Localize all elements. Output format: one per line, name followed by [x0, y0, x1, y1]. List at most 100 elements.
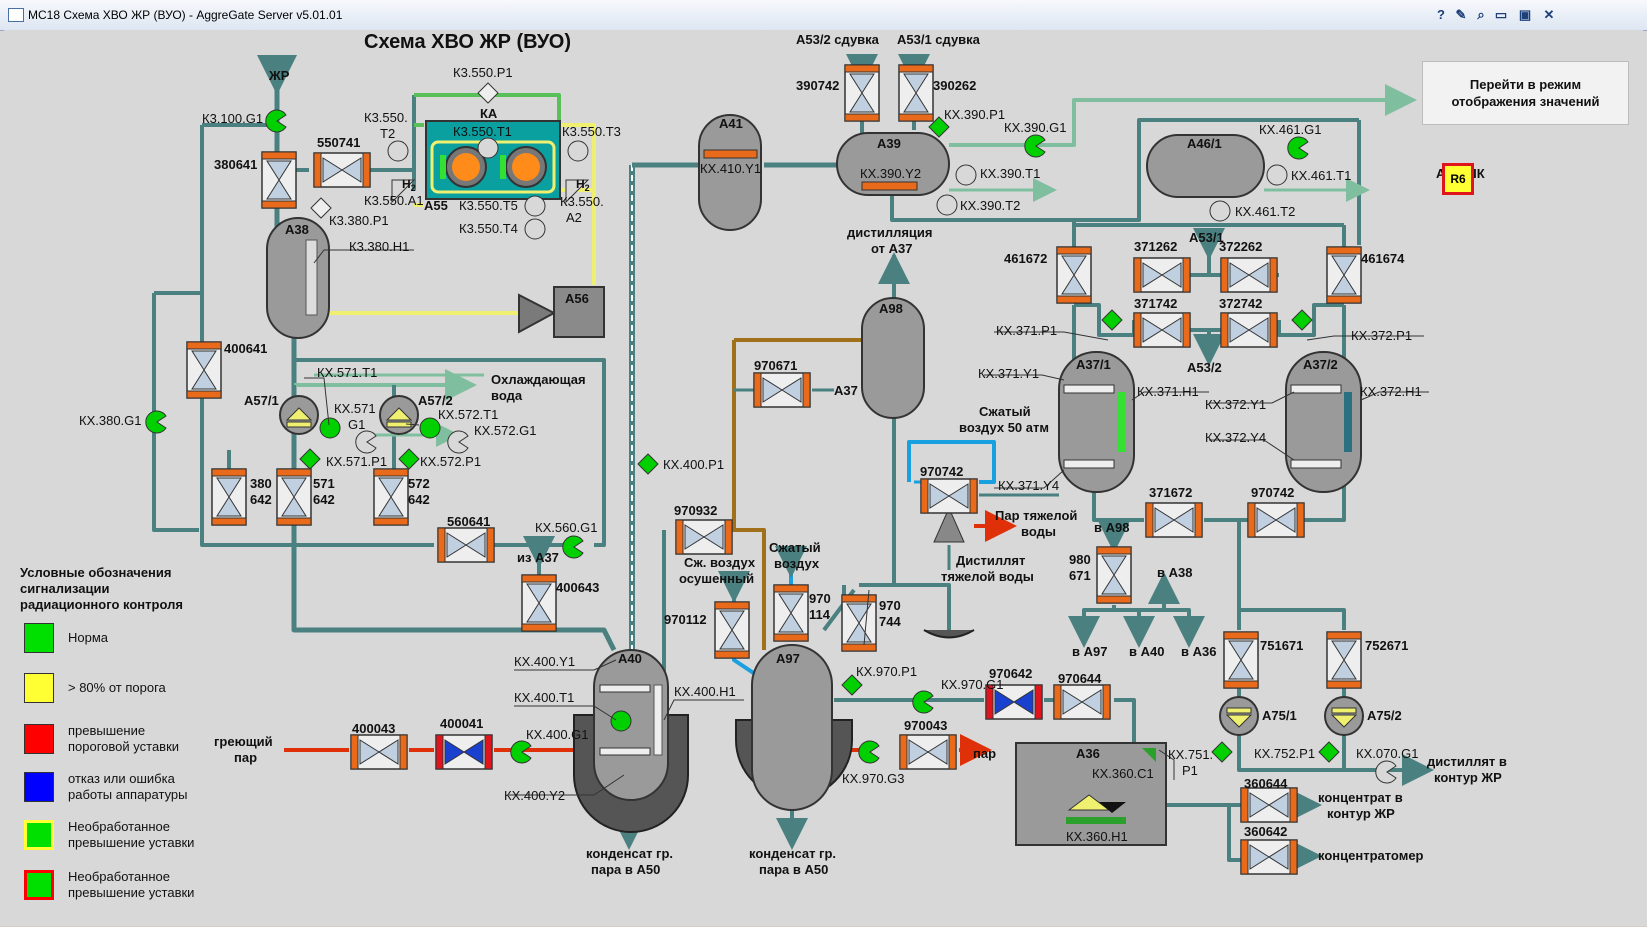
autopk-indicator[interactable]: R6	[1442, 163, 1474, 195]
sensor-k3-550-t5[interactable]	[524, 195, 546, 217]
label-kx-970-g3: КХ.970.G3	[842, 771, 905, 786]
valve-360644[interactable]	[1240, 787, 1298, 823]
sensor-kx-400-t1[interactable]	[610, 710, 632, 732]
window-icon[interactable]: ▭	[1494, 7, 1508, 22]
valve-372742[interactable]	[1220, 312, 1278, 348]
sensor-kx-371-p1[interactable]	[1101, 309, 1123, 331]
h2-analyzer-a2[interactable]: H2	[565, 177, 590, 204]
h2-analyzer-a1[interactable]: H2	[391, 177, 416, 204]
label-to-a97: в А97	[1072, 644, 1107, 659]
sensor-kx-390-t2[interactable]	[936, 194, 958, 216]
sensor-kx-070-g1[interactable]	[1375, 760, 1397, 784]
maximize-icon[interactable]: ▣	[1518, 7, 1532, 22]
valve-752671[interactable]	[1326, 631, 1362, 689]
label-v970644: 970644	[1058, 671, 1102, 686]
label-v970671: 970671	[754, 358, 797, 373]
valve-390742[interactable]	[844, 64, 880, 122]
label-k3-550-t4: К3.550.T4	[459, 221, 518, 236]
valve-461672[interactable]	[1056, 246, 1092, 304]
sensor-kx-390-p1[interactable]	[928, 116, 950, 138]
vessel-a98[interactable]	[861, 297, 925, 419]
valve-371672[interactable]	[1145, 502, 1203, 538]
sensor-kx-970-p1[interactable]	[841, 674, 863, 696]
valve-390262[interactable]	[898, 64, 934, 122]
cooler-a57-1[interactable]	[279, 395, 319, 435]
sensor-kx-461-g1[interactable]	[1287, 136, 1309, 160]
label-a53-2: А53/2	[1187, 360, 1222, 375]
filter-a75-2[interactable]	[1324, 696, 1364, 736]
vessel-a46-1[interactable]	[1146, 134, 1265, 198]
sensor-k3-380-p1[interactable]	[310, 197, 332, 219]
valve-970671[interactable]	[753, 372, 811, 408]
valve-560641[interactable]	[437, 527, 495, 563]
sensor-kx-390-g1[interactable]	[1024, 134, 1046, 158]
sensor-kx-400-g1[interactable]	[510, 740, 532, 764]
sensor-kx-461-t2[interactable]	[1209, 200, 1231, 222]
search-icon[interactable]: ⌕	[1477, 7, 1485, 22]
edit-icon[interactable]: ✎	[1455, 7, 1467, 22]
sensor-k3-550-t3[interactable]	[567, 140, 589, 162]
filter-a75-1[interactable]	[1219, 696, 1259, 736]
sensor-kx-400-p1[interactable]	[637, 453, 659, 475]
close-icon[interactable]: ✕	[1543, 7, 1555, 22]
valve-550741[interactable]	[313, 152, 371, 188]
valve-400041[interactable]	[435, 734, 493, 770]
valve-970043[interactable]	[899, 734, 957, 770]
sensor-kx-751-p1[interactable]	[1211, 741, 1233, 763]
sensor-kx-970-g1[interactable]	[912, 690, 934, 714]
ka-exchanger[interactable]	[425, 120, 561, 200]
help-icon[interactable]: ?	[1437, 7, 1445, 22]
label-a38: А38	[285, 222, 309, 237]
valve-400643[interactable]	[521, 574, 557, 632]
sensor-k3-550-t2[interactable]	[387, 140, 409, 162]
valve-371742[interactable]	[1133, 312, 1191, 348]
valve-360642[interactable]	[1240, 839, 1298, 875]
valve-571642[interactable]	[276, 468, 312, 526]
valve-461674[interactable]	[1326, 246, 1362, 304]
valve-970742-air[interactable]	[920, 478, 978, 514]
valve-970112[interactable]	[714, 601, 750, 659]
valve-572642[interactable]	[373, 468, 409, 526]
vessel-a36[interactable]	[1015, 742, 1167, 846]
sensor-kx-571-p1[interactable]	[299, 448, 321, 470]
valve-400043[interactable]	[350, 734, 408, 770]
valve-970932[interactable]	[675, 519, 733, 555]
valve-371262[interactable]	[1133, 257, 1191, 293]
valve-970114[interactable]	[773, 584, 809, 642]
switch-display-mode-button[interactable]: Перейти в режим отображения значений	[1422, 61, 1629, 125]
valve-970744[interactable]	[841, 594, 877, 652]
valve-970644[interactable]	[1053, 684, 1111, 720]
sensor-kx-390-t1[interactable]	[955, 164, 977, 186]
sensor-kx-571-t1[interactable]	[319, 417, 341, 439]
valve-372262[interactable]	[1220, 257, 1278, 293]
pump-a56[interactable]	[553, 286, 605, 338]
vessel-a97[interactable]	[751, 644, 833, 811]
sensor-kx-572-p1[interactable]	[398, 448, 420, 470]
label-a57-1: А57/1	[244, 393, 279, 408]
sensor-kx-752-p1[interactable]	[1318, 741, 1340, 763]
sensor-kx-461-t1[interactable]	[1266, 164, 1288, 186]
sensor-kx-380-g1[interactable]	[145, 410, 167, 434]
sensor-k3-100-g1[interactable]	[265, 109, 287, 133]
label-v572: 572	[408, 476, 430, 491]
sensor-k3-550-p1[interactable]	[477, 82, 499, 104]
label-v400643: 400643	[556, 580, 599, 595]
valve-980671[interactable]	[1096, 546, 1132, 604]
sensor-kx-572-g1[interactable]	[447, 430, 469, 454]
valve-400641[interactable]	[186, 341, 222, 399]
cooler-a57-2[interactable]	[379, 395, 419, 435]
valve-751671[interactable]	[1223, 631, 1259, 689]
sensor-kx-571-g1[interactable]	[355, 430, 377, 454]
valve-970742[interactable]	[1247, 502, 1305, 538]
sensor-kx-970-g3[interactable]	[858, 740, 880, 764]
sensor-kx-572-t1[interactable]	[419, 417, 441, 439]
label-kx-371-h1: КХ.371.H1	[1137, 384, 1199, 399]
sensor-kx-372-p1[interactable]	[1291, 309, 1313, 331]
vessel-a41[interactable]	[698, 114, 762, 231]
sensor-k3-550-t4[interactable]	[524, 218, 546, 240]
sensor-kx-560-g1[interactable]	[562, 535, 584, 559]
valve-380642[interactable]	[211, 468, 247, 526]
valve-380641[interactable]	[261, 151, 297, 209]
valve-970642[interactable]	[985, 684, 1043, 720]
vessel-a39[interactable]	[836, 132, 950, 196]
